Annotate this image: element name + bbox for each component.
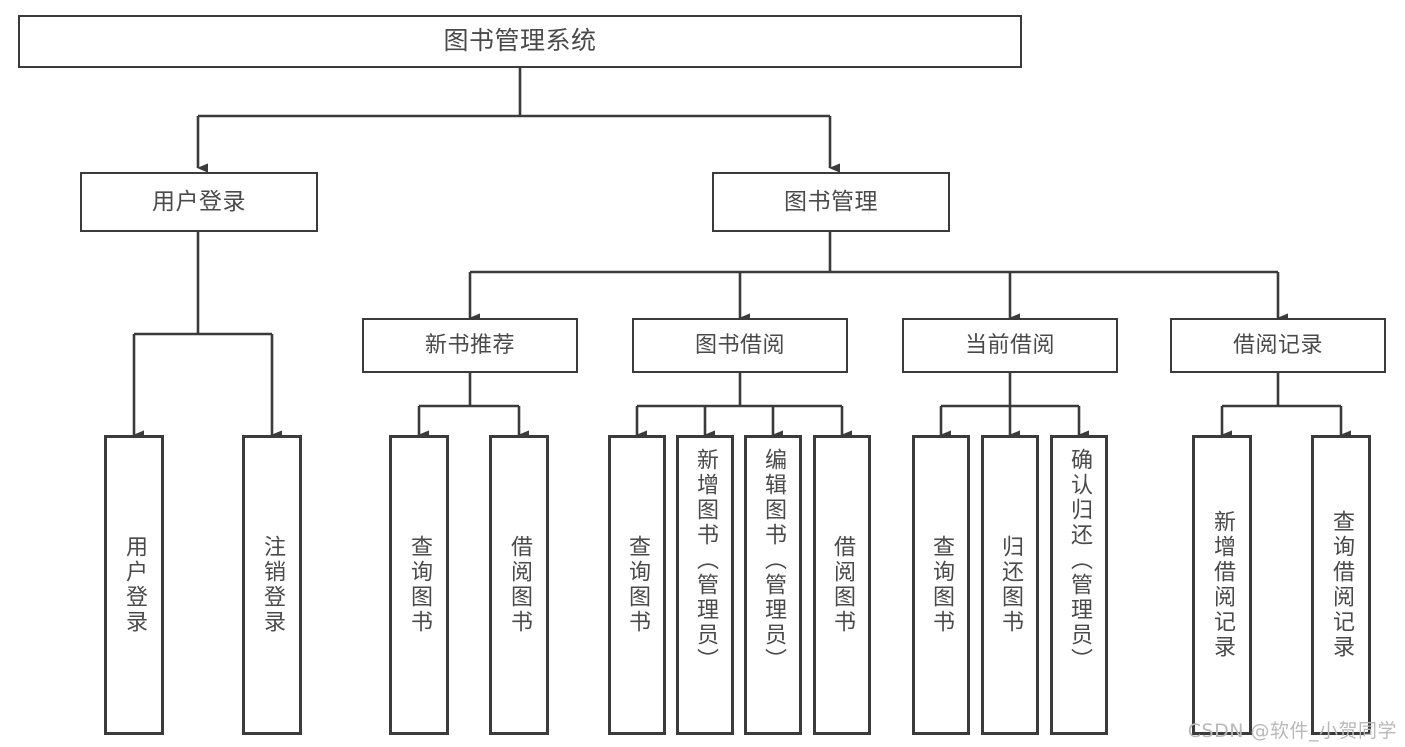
node-user-login-label: 用户登录 [152, 188, 246, 215]
leaf-query-record[interactable]: 查询借阅记录 [1311, 435, 1371, 735]
node-book-borrow-label: 图书借阅 [694, 332, 785, 358]
leaf-user-login[interactable]: 用户登录 [104, 435, 164, 735]
leaf-confirm-return-label: 确认归还（管理员） [1067, 448, 1092, 673]
leaf-edit-book-label: 编辑图书（管理员） [761, 448, 786, 673]
leaf-confirm-return[interactable]: 确认归还（管理员） [1050, 435, 1108, 735]
leaf-user-login-label: 用户登录 [122, 535, 147, 635]
leaf-query-book-1-label: 查询图书 [407, 535, 432, 635]
leaf-return-book-label: 归还图书 [998, 535, 1023, 635]
leaf-user-logout-label: 注销登录 [260, 535, 285, 635]
leaf-query-book-2-label: 查询图书 [625, 535, 650, 635]
node-root-label: 图书管理系统 [443, 26, 597, 56]
leaf-user-logout[interactable]: 注销登录 [242, 435, 302, 735]
leaf-query-book-1[interactable]: 查询图书 [389, 435, 449, 735]
node-user-login[interactable]: 用户登录 [80, 172, 318, 232]
leaf-add-record-label: 新增借阅记录 [1210, 510, 1235, 660]
leaf-add-book-label: 新增图书（管理员） [693, 448, 718, 673]
leaf-edit-book[interactable]: 编辑图书（管理员） [744, 435, 802, 735]
node-borrow-record[interactable]: 借阅记录 [1170, 318, 1386, 373]
node-book-manage-label: 图书管理 [784, 188, 878, 215]
leaf-add-record[interactable]: 新增借阅记录 [1192, 435, 1252, 735]
node-book-manage[interactable]: 图书管理 [712, 172, 950, 232]
leaf-add-book[interactable]: 新增图书（管理员） [676, 435, 734, 735]
node-new-book-rec-label: 新书推荐 [424, 332, 515, 358]
node-root[interactable]: 图书管理系统 [18, 15, 1022, 68]
leaf-borrow-book-2[interactable]: 借阅图书 [813, 435, 871, 735]
node-current-borrow-label: 当前借阅 [964, 332, 1055, 358]
node-current-borrow[interactable]: 当前借阅 [902, 318, 1118, 373]
leaf-borrow-book-2-label: 借阅图书 [830, 535, 855, 635]
leaf-query-book-3[interactable]: 查询图书 [912, 435, 970, 735]
node-borrow-record-label: 借阅记录 [1232, 332, 1323, 358]
watermark-text: CSDN @软件_小贺同学 [1187, 720, 1397, 742]
node-new-book-rec[interactable]: 新书推荐 [362, 318, 578, 373]
leaf-borrow-book-1[interactable]: 借阅图书 [489, 435, 549, 735]
leaf-borrow-book-1-label: 借阅图书 [507, 535, 532, 635]
leaf-query-book-3-label: 查询图书 [929, 535, 954, 635]
leaf-return-book[interactable]: 归还图书 [981, 435, 1039, 735]
node-book-borrow[interactable]: 图书借阅 [632, 318, 848, 373]
leaf-query-book-2[interactable]: 查询图书 [608, 435, 666, 735]
leaf-query-record-label: 查询借阅记录 [1329, 510, 1354, 660]
